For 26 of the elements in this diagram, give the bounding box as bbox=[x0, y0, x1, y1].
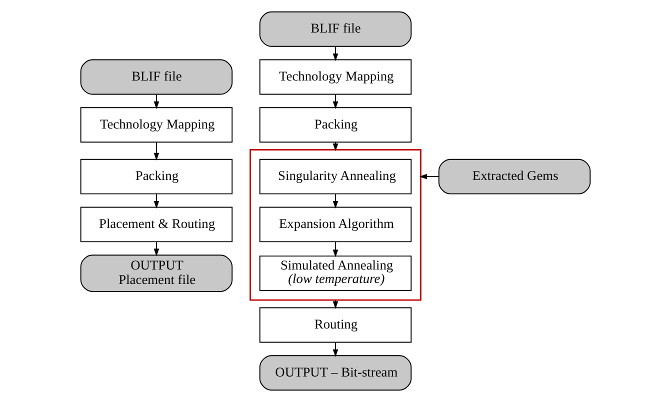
node-box: Technology Mapping bbox=[80, 107, 233, 143]
node-box: Placement & Routing bbox=[80, 206, 233, 242]
arrow bbox=[332, 94, 338, 110]
node-box: Simulated Annealing (low temperature) bbox=[259, 256, 412, 291]
arrow bbox=[332, 342, 338, 358]
arrow bbox=[154, 193, 160, 209]
node-box: Extracted Gems bbox=[438, 158, 591, 194]
node-box: Singularity Annealing bbox=[259, 158, 412, 194]
node-box: Routing bbox=[259, 307, 412, 343]
arrow bbox=[154, 241, 160, 256]
arrow bbox=[332, 300, 338, 309]
cluster bbox=[250, 149, 422, 301]
arrow bbox=[332, 46, 338, 62]
arrow bbox=[419, 174, 440, 180]
node-box: Packing bbox=[80, 158, 233, 194]
node-box: OUTPUT Placement file bbox=[80, 254, 233, 292]
arrow bbox=[332, 193, 338, 209]
arrow bbox=[332, 241, 338, 258]
arrow bbox=[154, 142, 160, 161]
node-box: BLIF file bbox=[80, 59, 233, 95]
node-box: Expansion Algorithm bbox=[259, 206, 412, 242]
node-box: OUTPUT – Bit-stream bbox=[259, 355, 412, 391]
node-box: BLIF file bbox=[259, 11, 412, 47]
node-box: Technology Mapping bbox=[259, 59, 412, 95]
node-box: Packing bbox=[259, 107, 412, 143]
arrow bbox=[154, 94, 160, 110]
